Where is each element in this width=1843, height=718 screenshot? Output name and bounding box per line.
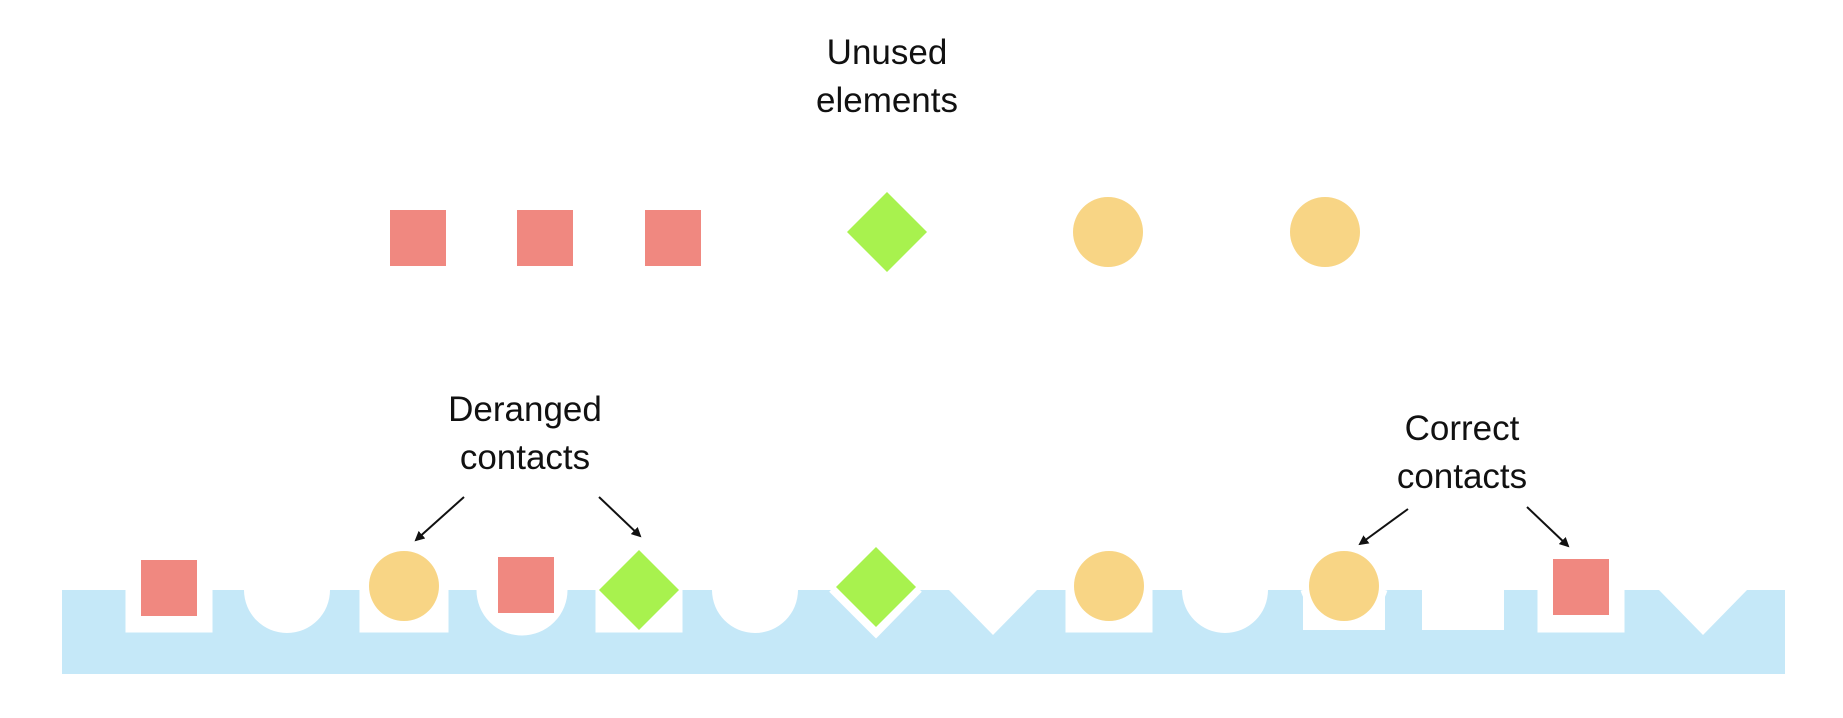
- site-rim: [1065, 590, 1153, 633]
- arrow-correct-left: [1358, 508, 1409, 546]
- bound-circle: [1074, 551, 1144, 621]
- bound-square: [141, 560, 197, 616]
- site-rim: [476, 589, 568, 636]
- site-rim: [359, 590, 449, 633]
- surface-substrate: [62, 590, 1785, 674]
- site-rim: [125, 590, 213, 633]
- bound-diamond: [836, 547, 916, 627]
- deranged-label-line1: Deranged: [448, 390, 602, 429]
- site-rim: [1537, 590, 1625, 633]
- bound-circle: [369, 551, 439, 621]
- deranged-contacts-label: Deranged contacts: [375, 386, 675, 482]
- arrow-deranged-right: [598, 496, 642, 538]
- unused-circle: [1290, 197, 1360, 267]
- unused-circle: [1073, 197, 1143, 267]
- unused-diamond: [847, 192, 927, 272]
- unused-label-line1: Unused: [826, 33, 948, 72]
- bound-diamond: [599, 550, 679, 630]
- unused-elements-label: Unused elements: [737, 29, 1037, 125]
- unused-label-line2: elements: [815, 81, 959, 120]
- arrow-correct-right: [1526, 506, 1570, 548]
- site-rim: [829, 588, 922, 639]
- correct-contacts-label: Correct contacts: [1312, 405, 1612, 501]
- arrow-deranged-left: [414, 496, 465, 542]
- bound-square: [1553, 559, 1609, 615]
- unused-square: [517, 210, 573, 266]
- correct-label-line1: Correct: [1404, 409, 1520, 448]
- unused-square: [390, 210, 446, 266]
- deranged-label-line2: contacts: [459, 438, 591, 477]
- bound-circle: [1309, 551, 1379, 621]
- unused-square: [645, 210, 701, 266]
- bound-square: [498, 557, 554, 613]
- correct-label-line2: contacts: [1396, 457, 1528, 496]
